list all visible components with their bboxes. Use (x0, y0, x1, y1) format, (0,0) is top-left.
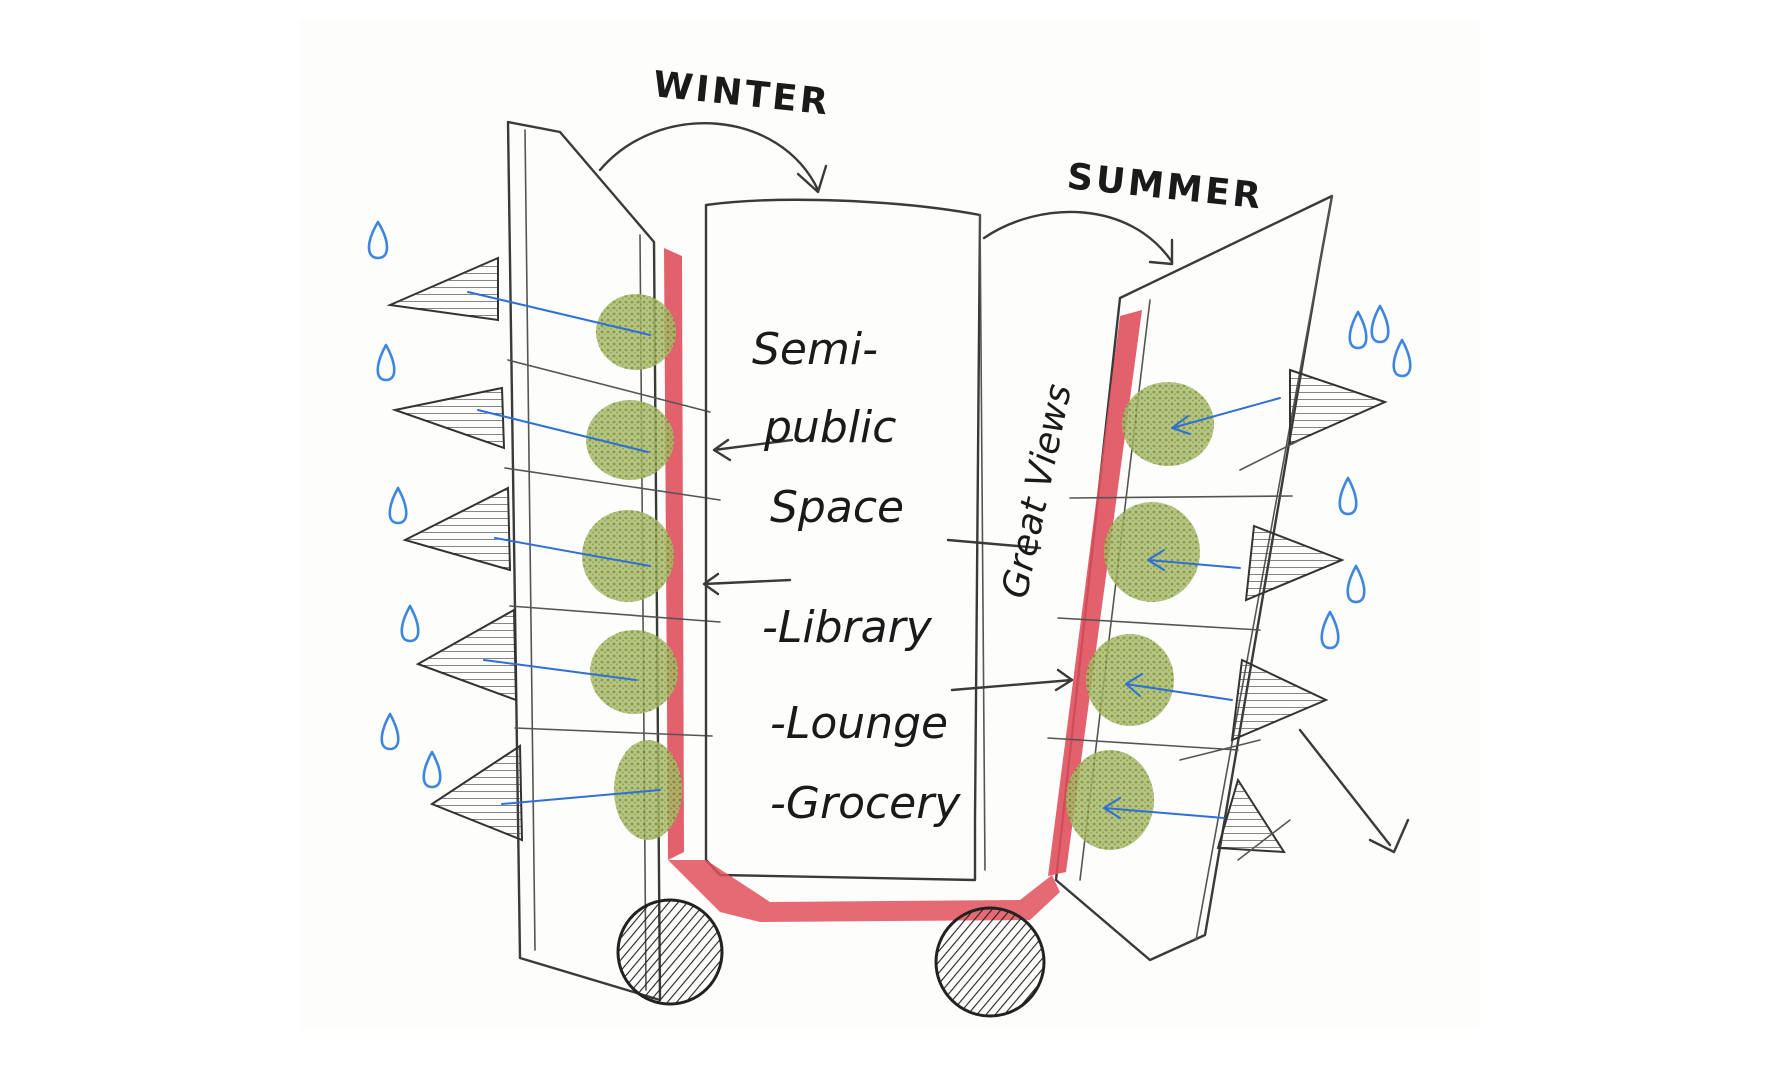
left-shading-fins (386, 256, 524, 842)
program-text: Semi- public Space -Library -Lounge -Gro… (752, 324, 961, 829)
right-raindrops (1320, 304, 1412, 650)
left-vegetation (582, 294, 682, 840)
bottom-columns (616, 898, 1046, 1018)
program-line-6: -Grocery (770, 778, 961, 829)
program-line-5: -Lounge (770, 698, 948, 749)
left-raindrops (367, 220, 442, 789)
right-blue-arrows (1103, 397, 1281, 819)
program-line-4: -Library (762, 602, 933, 653)
program-line-2: public (763, 402, 896, 453)
right-red-wall (1048, 310, 1142, 876)
reflection-ray (1298, 728, 1410, 854)
right-vegetation (1066, 382, 1214, 850)
bottom-red-wall (668, 860, 1060, 922)
program-line-1: Semi- (752, 324, 878, 375)
pointer-arrows (702, 438, 1074, 692)
right-column (934, 906, 1046, 1018)
winter-arrow (598, 121, 828, 194)
left-column (616, 898, 724, 1006)
program-line-3: Space (770, 482, 904, 533)
left-blue-lines (467, 291, 661, 805)
left-horizontal-lines (504, 359, 721, 737)
right-shading-fins (1216, 368, 1388, 854)
right-horizontal-lines (1047, 439, 1301, 861)
summer-arrow (982, 210, 1174, 266)
